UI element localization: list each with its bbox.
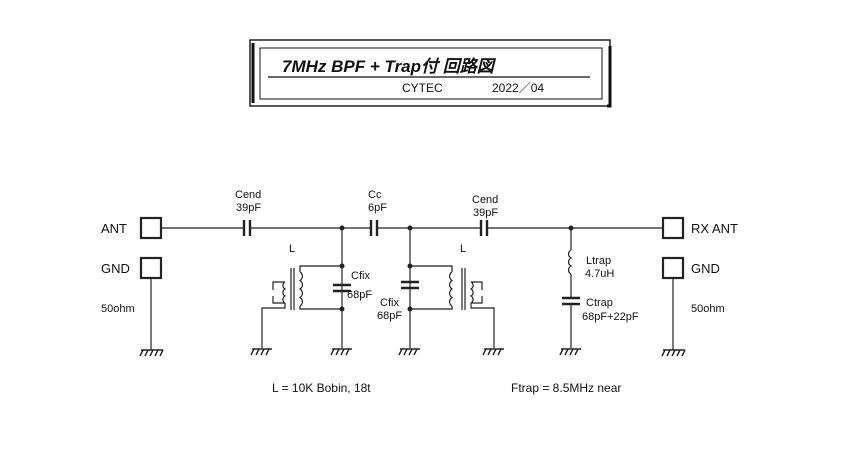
gnd-label-right: GND [691, 261, 720, 276]
title-author: CYTEC [402, 81, 443, 95]
rx-ant-terminal: RX ANT [661, 216, 738, 240]
ltrap-value: 4.7uH [585, 268, 614, 280]
junction-dots [339, 225, 574, 312]
cfix2-name: Cfix [380, 297, 399, 309]
capacitor-cend-2: Cend 39pF [472, 194, 498, 236]
cc-value: 6pF [368, 202, 387, 214]
ltrap-name: Ltrap [586, 255, 611, 267]
ground-symbol [482, 348, 504, 356]
gnd-label-left: GND [101, 261, 130, 276]
ground-symbol [330, 348, 352, 356]
capacitor-cc: Cc 6pF [368, 189, 387, 236]
title-block: 7MHz BPF + Trap付 回路図 CYTEC 2022／04 [249, 39, 612, 108]
gnd-terminal-right: GND 50ohm [661, 256, 725, 357]
rx-ant-label: RX ANT [691, 221, 738, 236]
cfix2-value: 68pF [377, 310, 402, 322]
cc-name: Cc [368, 189, 382, 201]
coil-note: L = 10K Bobin, 18t [272, 381, 371, 395]
ant-terminal: ANT [101, 216, 163, 240]
resonator-1: L Cfix 68pF [250, 228, 372, 356]
ant-label: ANT [101, 221, 127, 236]
title-date: 2022／04 [492, 81, 544, 95]
ground-symbol [398, 348, 420, 356]
ground-symbol [250, 348, 272, 356]
cfix1-name: Cfix [351, 270, 370, 282]
ground-symbol [139, 349, 164, 357]
ctrap-value: 68pF+22pF [582, 311, 639, 323]
l2-label: L [460, 243, 466, 255]
title-text: 7MHz BPF + Trap付 回路図 [282, 57, 497, 76]
ground-symbol [559, 348, 581, 356]
cfix1-value: 68pF [347, 289, 372, 301]
cend1-value: 39pF [236, 202, 261, 214]
l1-label: L [289, 243, 295, 255]
trap-note: Ftrap = 8.5MHz near [511, 381, 621, 395]
impedance-left: 50ohm [101, 303, 135, 315]
gnd-terminal-left: GND 50ohm [101, 256, 164, 357]
cend2-value: 39pF [473, 207, 498, 219]
capacitor-cend-1: Cend 39pF [235, 189, 261, 236]
cend1-name: Cend [235, 189, 261, 201]
ground-symbol [661, 349, 686, 357]
resonator-2: L Cfix 68pF [377, 228, 504, 356]
impedance-right: 50ohm [691, 303, 725, 315]
ctrap-name: Ctrap [586, 297, 613, 309]
trap-circuit: Ltrap 4.7uH Ctrap 68pF+22pF [559, 228, 639, 356]
cend2-name: Cend [472, 194, 498, 206]
